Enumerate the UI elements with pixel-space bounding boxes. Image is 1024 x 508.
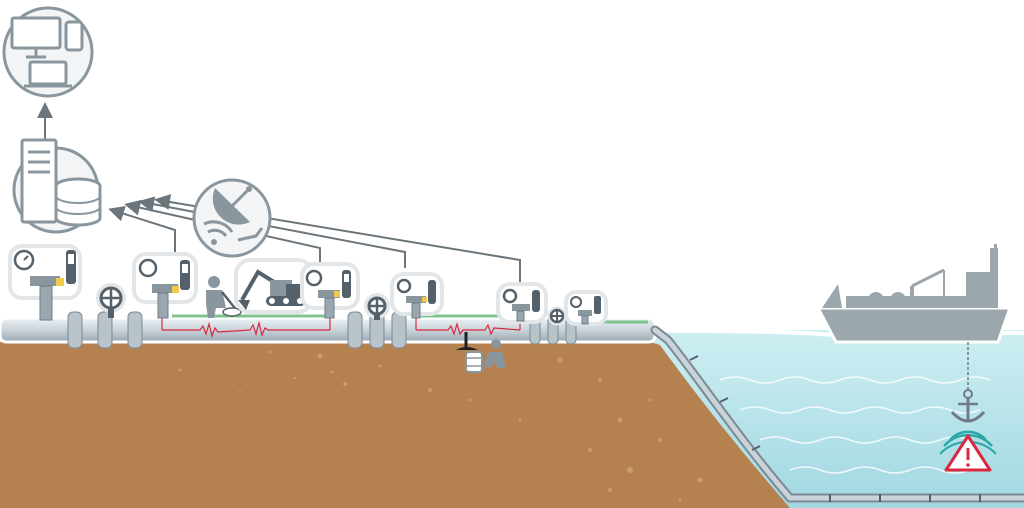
valve-3 xyxy=(547,306,567,326)
pipe-flanges xyxy=(67,311,577,349)
measuring-station-6 xyxy=(564,290,608,326)
computer-monitor-laptop-tablet-icon xyxy=(2,6,94,98)
measuring-station-3 xyxy=(300,262,360,319)
excavator-third-party-interference-icon xyxy=(234,258,314,314)
warning-triangle-icon xyxy=(939,430,997,472)
measuring-station-2 xyxy=(132,252,198,319)
leak-barrel-theft-icon xyxy=(456,332,506,373)
soil-ground xyxy=(0,342,790,508)
measuring-station-5 xyxy=(496,282,548,324)
cargo-ship-icon xyxy=(815,244,1013,344)
satellite-dish-wireless-icon xyxy=(192,178,272,258)
measuring-station-4 xyxy=(390,272,444,319)
anchor-drop-icon xyxy=(950,342,986,423)
valve-2 xyxy=(364,293,390,320)
valve-1 xyxy=(96,283,126,318)
construction-worker-digging-icon xyxy=(206,276,242,318)
measuring-station-1 xyxy=(8,244,82,321)
server-database-icon xyxy=(12,138,102,234)
